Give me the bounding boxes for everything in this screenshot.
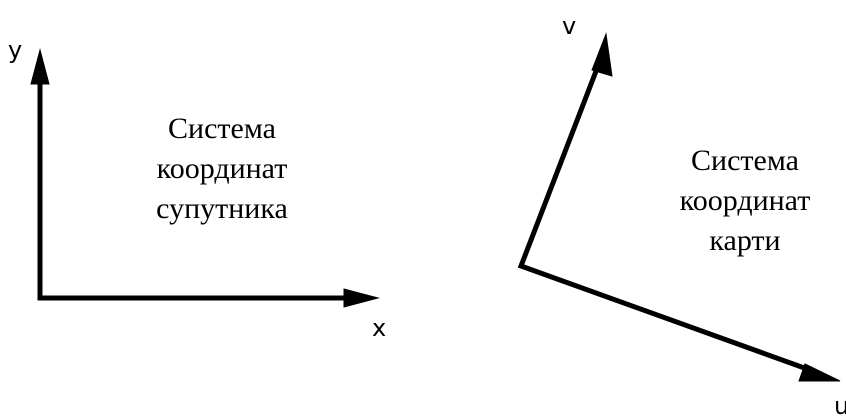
map-u-arrowhead [798,363,841,382]
map-caption: Система координат карти [680,144,811,257]
satellite-x-axis-label: x [372,314,386,342]
satellite-caption-line-3: супутника [156,192,288,225]
satellite-coordinate-system: y x Система координат супутника [8,36,386,342]
map-u-axis-label: u [834,392,846,417]
satellite-y-axis-label: y [8,36,22,64]
satellite-caption-line-1: Система [168,112,276,145]
map-caption-line-2: координат [680,184,811,217]
satellite-caption: Система координат супутника [156,112,288,225]
map-caption-line-3: карти [709,224,780,257]
satellite-axes [37,77,353,301]
satellite-caption-line-2: координат [157,152,288,185]
map-v-axis-label: v [562,12,576,40]
map-axes [517,62,814,374]
satellite-y-arrowhead [30,48,50,85]
map-coordinate-system: v u Система координат карти [517,12,846,417]
satellite-x-arrowhead [343,288,380,308]
map-caption-line-1: Система [691,144,799,177]
map-v-arrowhead [591,32,613,77]
